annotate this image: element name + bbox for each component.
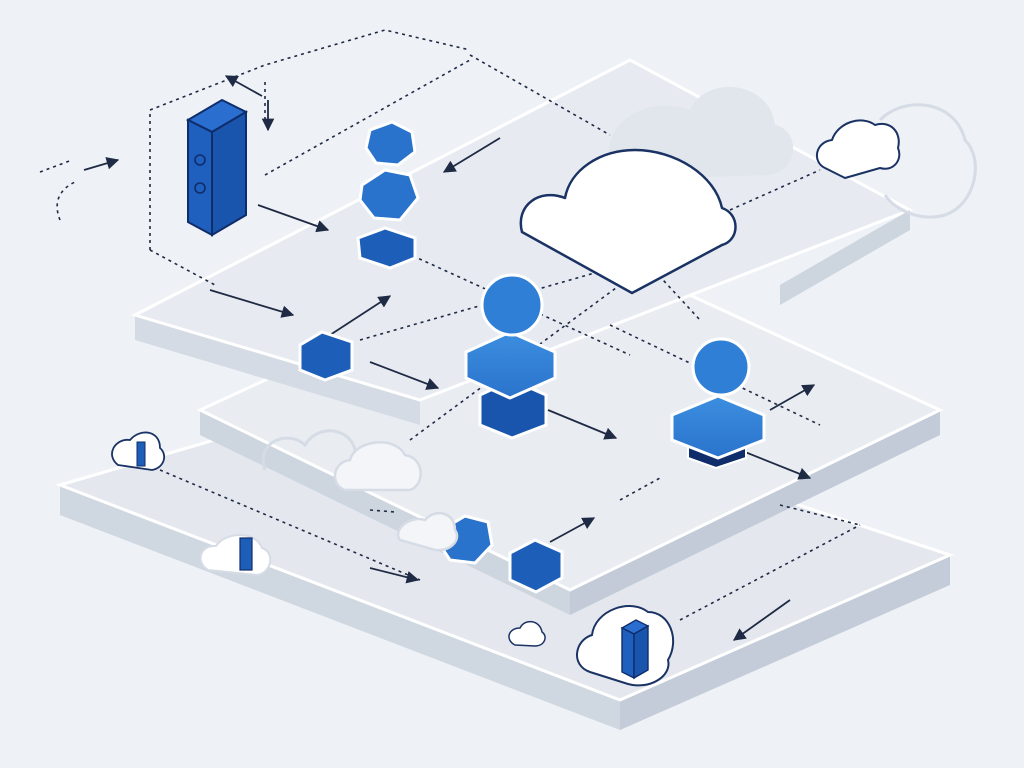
stack-node-top <box>356 120 420 270</box>
cloud-server-node-middle <box>199 534 272 577</box>
sphere-icon <box>358 168 420 222</box>
cloud-icon <box>508 620 546 647</box>
cloud-server-node-bottom <box>576 605 675 687</box>
block-icon <box>356 226 417 270</box>
server-icon <box>239 537 253 571</box>
cloud-server-node-left <box>111 431 166 471</box>
hexagon-icon <box>508 538 564 594</box>
ghost-cloud-small <box>508 620 546 647</box>
cloud-icon <box>519 148 737 295</box>
user-node-center <box>464 273 557 440</box>
user-node-right <box>670 337 766 470</box>
dashed-connectors <box>39 29 861 621</box>
server-icon <box>185 98 249 237</box>
cloud-icon <box>816 119 901 179</box>
server-tower-node <box>185 98 249 237</box>
hexagon-icon <box>364 120 417 167</box>
user-icon <box>670 337 766 470</box>
user-icon <box>464 273 557 440</box>
server-icon <box>620 619 650 680</box>
cloud-icon <box>333 441 422 492</box>
small-cloud-node <box>816 119 901 179</box>
main-cloud-node <box>519 148 737 295</box>
ghost-cloud-center <box>333 441 459 552</box>
cloud-icon <box>199 534 272 577</box>
hexagon-icon <box>298 330 354 382</box>
connector-arrows <box>83 75 816 641</box>
hexagon-node-bottom <box>508 538 564 594</box>
server-icon <box>136 441 146 467</box>
hexagon-node-left <box>298 330 354 382</box>
